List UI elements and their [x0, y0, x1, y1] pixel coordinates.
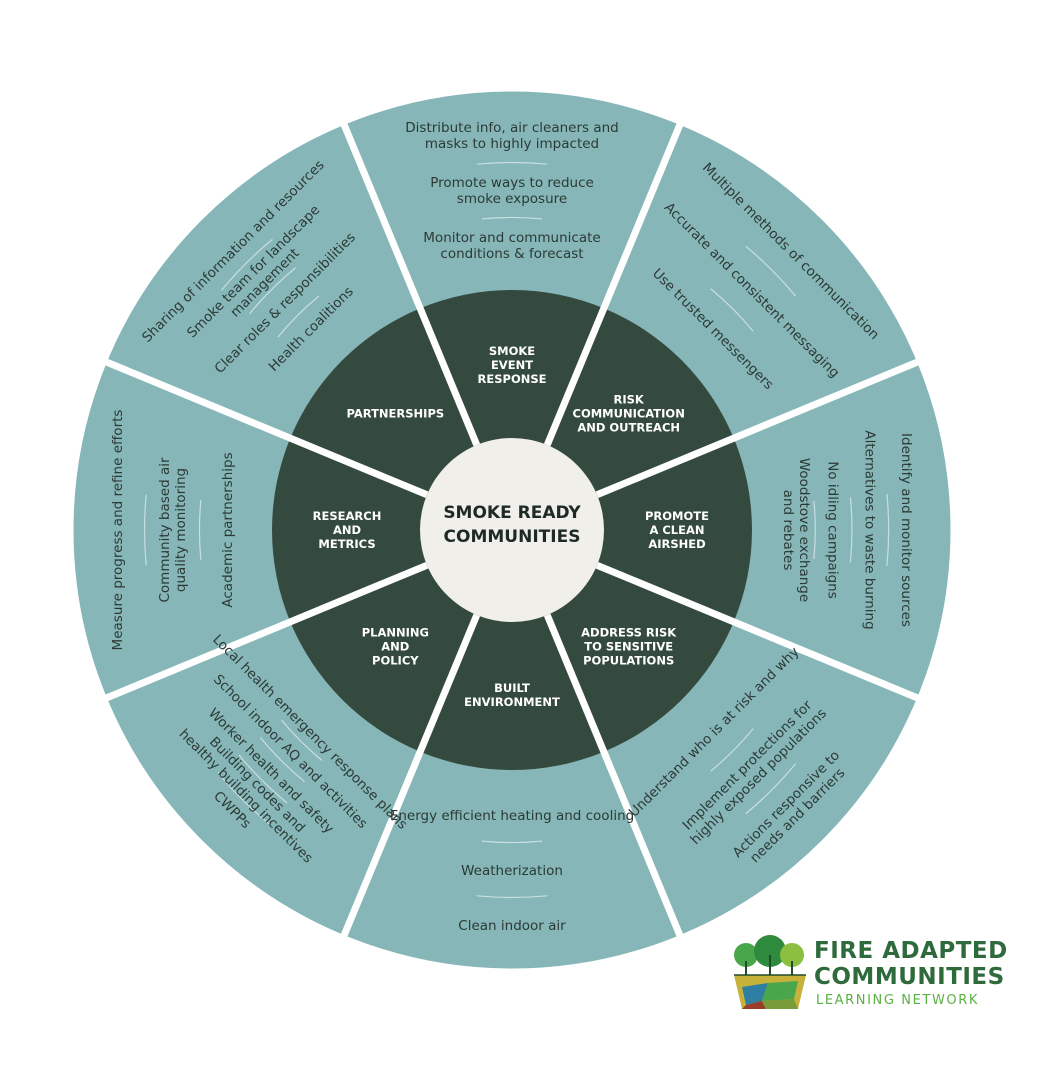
- outer-item-text: Promote ways to reduce: [430, 175, 594, 191]
- outer-item-research-metrics: Measure progress and refine efforts: [110, 410, 126, 651]
- outer-item-text: Alternatives to waste burning: [861, 430, 877, 629]
- logo-subtitle: LEARNING NETWORK: [816, 993, 979, 1008]
- outer-item-built-environment: Clean indoor air: [458, 918, 566, 934]
- outer-item-text: Clean indoor air: [458, 918, 566, 934]
- segment-divider: [595, 357, 922, 499]
- item-separator-arc: [238, 754, 288, 804]
- item-separator-arc: [143, 494, 147, 566]
- outer-item-text: Weatherization: [461, 863, 563, 879]
- segment-title-risk-communication: COMMUNICATION: [573, 406, 685, 420]
- logo-title-line2: COMMUNITIES: [814, 964, 1005, 990]
- tree-landscape-logo-icon: [734, 935, 806, 1009]
- segment-divider: [543, 613, 685, 940]
- outer-item-text: Monitor and communicate: [423, 230, 600, 246]
- segment-title-research-metrics: AND: [333, 523, 361, 537]
- segment-title-promote-clean-airshed: AIRSHED: [648, 537, 705, 551]
- item-separator-arc: [481, 840, 543, 844]
- outer-item-built-environment: Weatherization: [461, 863, 563, 879]
- outer-item-text: masks to highly impacted: [425, 136, 599, 152]
- item-separator-arc: [220, 238, 273, 291]
- item-separator-arc: [481, 216, 543, 220]
- segment-divider: [543, 120, 685, 447]
- segment-title-research-metrics: RESEARCH: [313, 509, 382, 523]
- segment-title-address-risk: ADDRESS RISK: [581, 626, 677, 640]
- item-separator-arc: [249, 267, 297, 315]
- center-circle: [420, 438, 604, 622]
- outer-item-text: Academic partnerships: [220, 452, 236, 607]
- outer-item-text: conditions & forecast: [440, 246, 583, 262]
- segment-title-built-environment: BUILT: [494, 681, 530, 695]
- outer-ring-border: [70, 88, 954, 972]
- outer-item-research-metrics: Academic partnerships: [220, 452, 236, 607]
- outer-item-text: No idling campaigns: [825, 461, 841, 599]
- segment-title-planning-policy: POLICY: [372, 654, 419, 668]
- segment-title-promote-clean-airshed: PROMOTE: [645, 509, 709, 523]
- segment-title-risk-communication: RISK: [614, 392, 645, 406]
- segment-title-address-risk: TO SENSITIVE: [584, 640, 673, 654]
- item-separator-arc: [849, 497, 853, 563]
- outer-item-text: Community based air: [157, 457, 173, 602]
- item-separator-arc: [198, 499, 202, 561]
- segment-divider: [339, 613, 481, 940]
- outer-item-text: Measure progress and refine efforts: [110, 410, 126, 651]
- outer-item-text: smoke exposure: [457, 191, 567, 207]
- outer-item-text: quality monitoring: [173, 468, 189, 592]
- outer-item-text: Energy efficient heating and cooling: [390, 808, 634, 824]
- center-title-line1: SMOKE READY: [443, 503, 581, 523]
- segment-title-planning-policy: AND: [381, 640, 409, 654]
- item-separator-arc: [476, 161, 548, 165]
- segment-title-built-environment: ENVIRONMENT: [464, 695, 560, 709]
- item-separator-arc: [886, 493, 890, 567]
- item-separator-arc: [710, 288, 754, 332]
- segment-divider: [339, 120, 481, 447]
- segment-divider: [102, 357, 429, 499]
- outer-item-text: and rebates: [780, 490, 796, 571]
- outer-item-promote-clean-airshed: Alternatives to waste burning: [861, 430, 877, 629]
- segment-title-address-risk: POPULATIONS: [583, 654, 674, 668]
- segment-title-smoke-event-response: RESPONSE: [478, 372, 547, 386]
- fire-adapted-communities-logo: FIRE ADAPTED COMMUNITIES LEARNING NETWOR…: [732, 935, 1022, 1015]
- segment-title-smoke-event-response: EVENT: [491, 358, 533, 372]
- segment-title-partnerships: PARTNERSHIPS: [346, 406, 444, 420]
- outer-item-text: Woodstove exchange: [796, 458, 812, 602]
- item-separator-arc: [710, 728, 754, 772]
- center-title-line2: COMMUNITIES: [444, 527, 581, 547]
- item-separator-arc: [277, 295, 320, 338]
- item-separator-arc: [217, 772, 270, 825]
- segment-title-planning-policy: PLANNING: [362, 626, 429, 640]
- item-separators: [143, 161, 890, 899]
- segment-dividers: [70, 88, 954, 972]
- item-separator-arc: [745, 245, 797, 297]
- outer-item-text: Distribute info, air cleaners and: [405, 120, 618, 136]
- segment-title-promote-clean-airshed: A CLEAN: [649, 523, 704, 537]
- segment-divider: [102, 561, 429, 703]
- segment-title-risk-communication: AND OUTREACH: [577, 420, 680, 434]
- segment-title-smoke-event-response: SMOKE: [489, 344, 535, 358]
- item-separator-arc: [281, 719, 323, 761]
- segment-divider: [595, 561, 922, 703]
- outer-item-built-environment: Energy efficient heating and cooling: [390, 808, 634, 824]
- logo-title-line1: FIRE ADAPTED: [814, 938, 1008, 964]
- segment-title-research-metrics: METRICS: [318, 537, 375, 551]
- item-separator-arc: [813, 500, 816, 560]
- outer-item-promote-clean-airshed: No idling campaigns: [825, 461, 841, 599]
- outer-item-text: Identify and monitor sources: [898, 433, 914, 627]
- outer-item-promote-clean-airshed: Identify and monitor sources: [898, 433, 914, 627]
- item-separator-arc: [476, 895, 548, 899]
- item-separator-arc: [745, 763, 797, 815]
- item-separator-arc: [259, 737, 305, 783]
